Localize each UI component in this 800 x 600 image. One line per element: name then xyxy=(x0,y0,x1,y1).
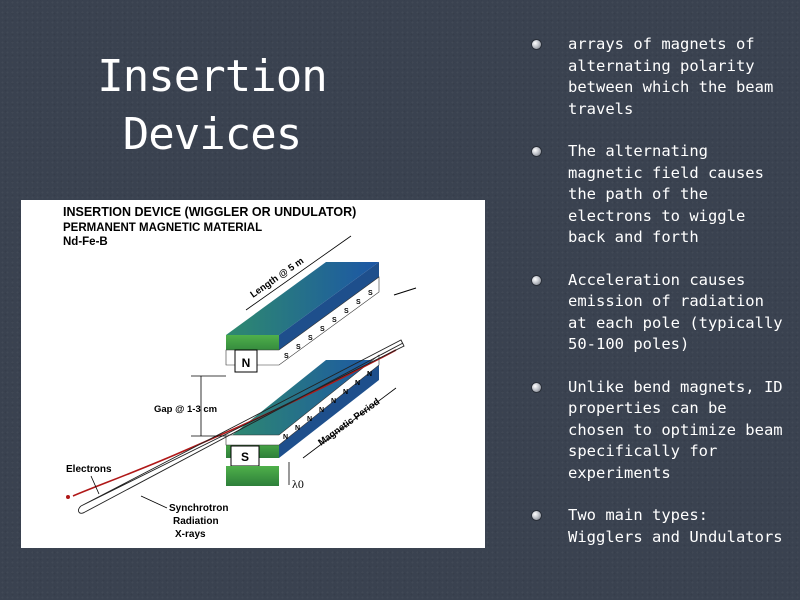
radiation-label-2: Radiation xyxy=(173,516,219,527)
pole-label-south-lower: S xyxy=(241,450,249,464)
lambda-label: λ0 xyxy=(292,477,304,491)
bullet-text: Unlike bend magnets, ID properties can b… xyxy=(568,377,783,482)
electrons-label: Electrons xyxy=(66,464,112,475)
bullet-text: Acceleration causes emission of radiatio… xyxy=(568,270,783,354)
upper-pole-s: S xyxy=(356,299,361,306)
upper-magnet-array: N S S S S S S S S xyxy=(225,262,380,373)
bullet-icon xyxy=(532,275,541,285)
upper-pole-s: S xyxy=(320,326,325,333)
lower-pole-n: N xyxy=(283,434,288,441)
bullet-item: Two main types: Wigglers and Undulators xyxy=(528,505,790,548)
upper-pole-s: S xyxy=(344,308,349,315)
gap-label: Gap @ 1-3 cm xyxy=(154,404,217,415)
lower-pole-n: N xyxy=(343,389,348,396)
radiation-pointer xyxy=(140,495,168,509)
lower-pole-labels: N N N N N N N N xyxy=(283,371,372,441)
upper-array-top-face xyxy=(226,262,379,335)
beam-path xyxy=(66,287,417,514)
upper-end-pole-box xyxy=(234,349,258,373)
upper-pole-s: S xyxy=(296,344,301,351)
radiation-label-1: Synchrotron xyxy=(169,503,228,514)
slide-title-line-2: Devices xyxy=(122,109,302,160)
bullet-text: arrays of magnets of alternating polarit… xyxy=(568,35,774,118)
insertion-device-diagram: INSERTION DEVICE (WIGGLER OR UNDULATOR) … xyxy=(21,200,485,548)
upper-pole-s: S xyxy=(308,335,313,342)
lower-magnet-array: S N N N N N N N N xyxy=(225,354,380,486)
bullet-item: Acceleration causes emission of radiatio… xyxy=(528,270,790,356)
period-dimension-line xyxy=(302,387,397,459)
radiation-label-3: X-rays xyxy=(175,529,206,540)
electron-source-dot xyxy=(66,495,70,499)
lower-pole-n: N xyxy=(319,407,324,414)
diagram-heading: INSERTION DEVICE (WIGGLER OR UNDULATOR) xyxy=(63,205,356,219)
lower-pole-n: N xyxy=(331,398,336,405)
bullet-item: The alternating magnetic field causes th… xyxy=(528,141,790,249)
lower-array-base xyxy=(226,466,279,486)
slide-title-line-1: Insertion xyxy=(97,51,327,102)
lower-pole-n: N xyxy=(355,380,360,387)
slide-title: Insertion Devices xyxy=(82,48,342,164)
radiation-cone-lower xyxy=(84,342,404,513)
bullet-item: Unlike bend magnets, ID properties can b… xyxy=(528,377,790,485)
length-dimension-line xyxy=(245,235,352,311)
electrons-pointer xyxy=(90,475,100,495)
beam-exit-arrow xyxy=(393,287,417,296)
bullet-icon xyxy=(532,40,541,49)
upper-pole-s: S xyxy=(368,290,373,297)
bullet-icon xyxy=(532,511,541,520)
upper-pole-s: S xyxy=(284,353,289,360)
lower-array-top-face xyxy=(226,360,379,440)
lower-pole-strip xyxy=(225,354,380,446)
pole-label-north-upper: N xyxy=(242,356,251,370)
diagram-subheading: PERMANENT MAGNETIC MATERIAL xyxy=(63,222,262,234)
diagram-material: Nd-Fe-B xyxy=(63,236,108,248)
bullet-icon xyxy=(532,382,541,392)
bullet-item: arrays of magnets of alternating polarit… xyxy=(528,34,790,120)
gap-dimension: Gap @ 1-3 cm xyxy=(154,375,226,437)
lower-pole-n: N xyxy=(307,416,312,423)
upper-pole-labels: S S S S S S S S xyxy=(284,290,373,360)
lower-pole-n: N xyxy=(295,425,300,432)
radiation-cone-tip xyxy=(78,505,86,514)
bullet-text: Two main types: Wigglers and Undulators xyxy=(568,506,783,546)
bullet-text: The alternating magnetic field causes th… xyxy=(568,142,764,246)
diagram-svg: INSERTION DEVICE (WIGGLER OR UNDULATOR) … xyxy=(63,205,417,540)
upper-pole-s: S xyxy=(332,317,337,324)
lower-pole-n: N xyxy=(367,371,372,378)
bullet-list: arrays of magnets of alternating polarit… xyxy=(528,34,790,569)
bullet-icon xyxy=(532,147,541,156)
